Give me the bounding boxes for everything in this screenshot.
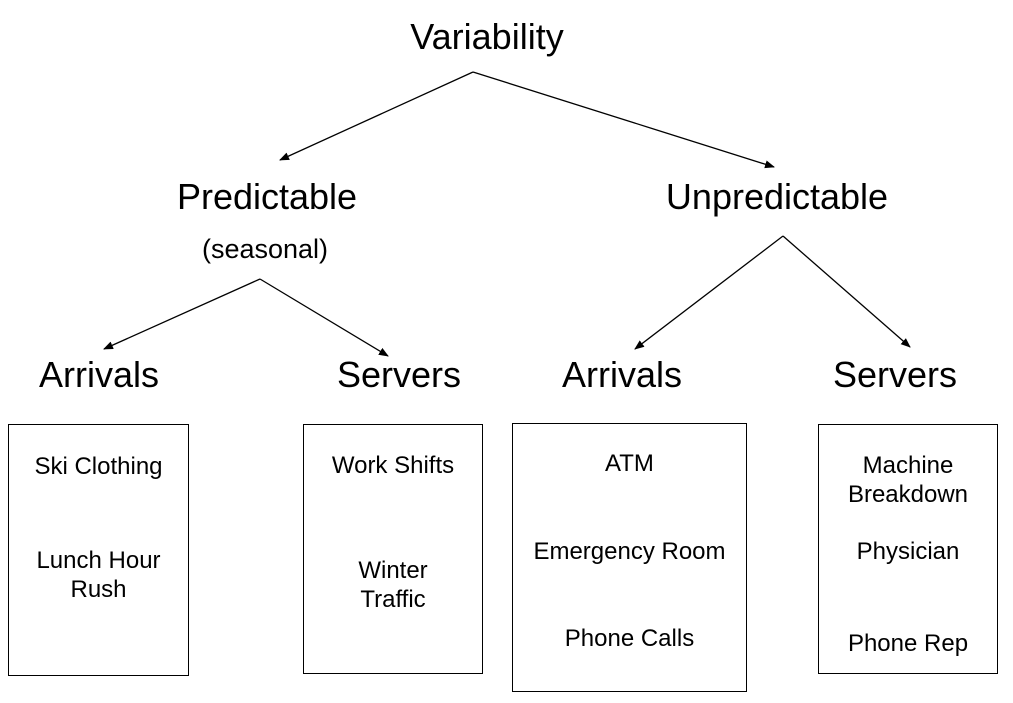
arrow-variability-to-predictable	[279, 71, 474, 161]
example-phone-rep: Phone Rep	[847, 630, 969, 657]
example-physician: Physician	[856, 538, 960, 565]
example-atm: ATM	[605, 450, 654, 477]
arrow-predictable-to-servers	[259, 278, 389, 357]
example-machine-breakdown: Machine Breakdown	[847, 452, 969, 508]
example-emergency-room: Emergency Room	[533, 538, 726, 565]
arrow-unpredictable-to-arrivals	[634, 235, 784, 350]
node-unpredictable-arrivals: Arrivals	[561, 354, 683, 395]
node-predictable: Predictable	[176, 176, 358, 217]
node-unpredictable-servers: Servers	[832, 354, 958, 395]
node-predictable-arrivals: Arrivals	[38, 354, 160, 395]
node-predictable-sublabel: (seasonal)	[201, 234, 329, 264]
example-lunch-hour-rush: Lunch Hour Rush	[36, 547, 161, 603]
arrow-predictable-to-arrivals	[103, 278, 261, 350]
example-ski-clothing: Ski Clothing	[34, 453, 163, 480]
example-winter-traffic: Winter Traffic	[358, 557, 428, 613]
node-predictable-servers: Servers	[336, 354, 462, 395]
examples-box-unpredictable-arrivals: ATM Emergency Room Phone Calls	[512, 423, 747, 692]
examples-box-predictable-servers: Work Shifts Winter Traffic	[303, 424, 483, 674]
example-work-shifts: Work Shifts	[331, 452, 455, 479]
arrow-variability-to-unpredictable	[472, 71, 775, 169]
example-phone-calls: Phone Calls	[564, 625, 695, 652]
examples-box-predictable-arrivals: Ski Clothing Lunch Hour Rush	[8, 424, 189, 676]
examples-box-unpredictable-servers: Machine Breakdown Physician Phone Rep	[818, 424, 998, 674]
node-unpredictable: Unpredictable	[665, 176, 889, 217]
arrow-unpredictable-to-servers	[782, 235, 911, 348]
node-variability: Variability	[410, 16, 564, 57]
